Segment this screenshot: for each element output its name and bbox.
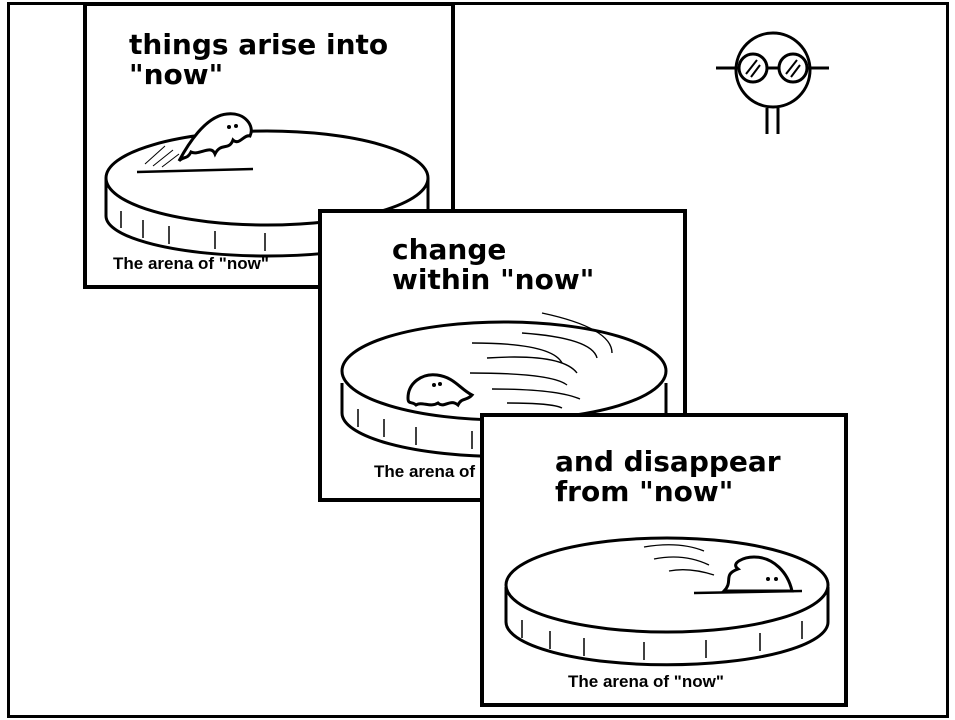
comic-panel-disappear: and disappear from "now" The arena of "n… bbox=[480, 413, 848, 707]
panel-caption: The arena of "now" bbox=[568, 672, 724, 692]
panel-title: and disappear from "now" bbox=[555, 447, 781, 507]
observer-glasses-face-icon bbox=[712, 22, 832, 137]
panel-title: things arise into "now" bbox=[129, 30, 388, 90]
panel-caption: The arena of "now" bbox=[113, 254, 269, 274]
panel-title: change within "now" bbox=[392, 235, 594, 295]
